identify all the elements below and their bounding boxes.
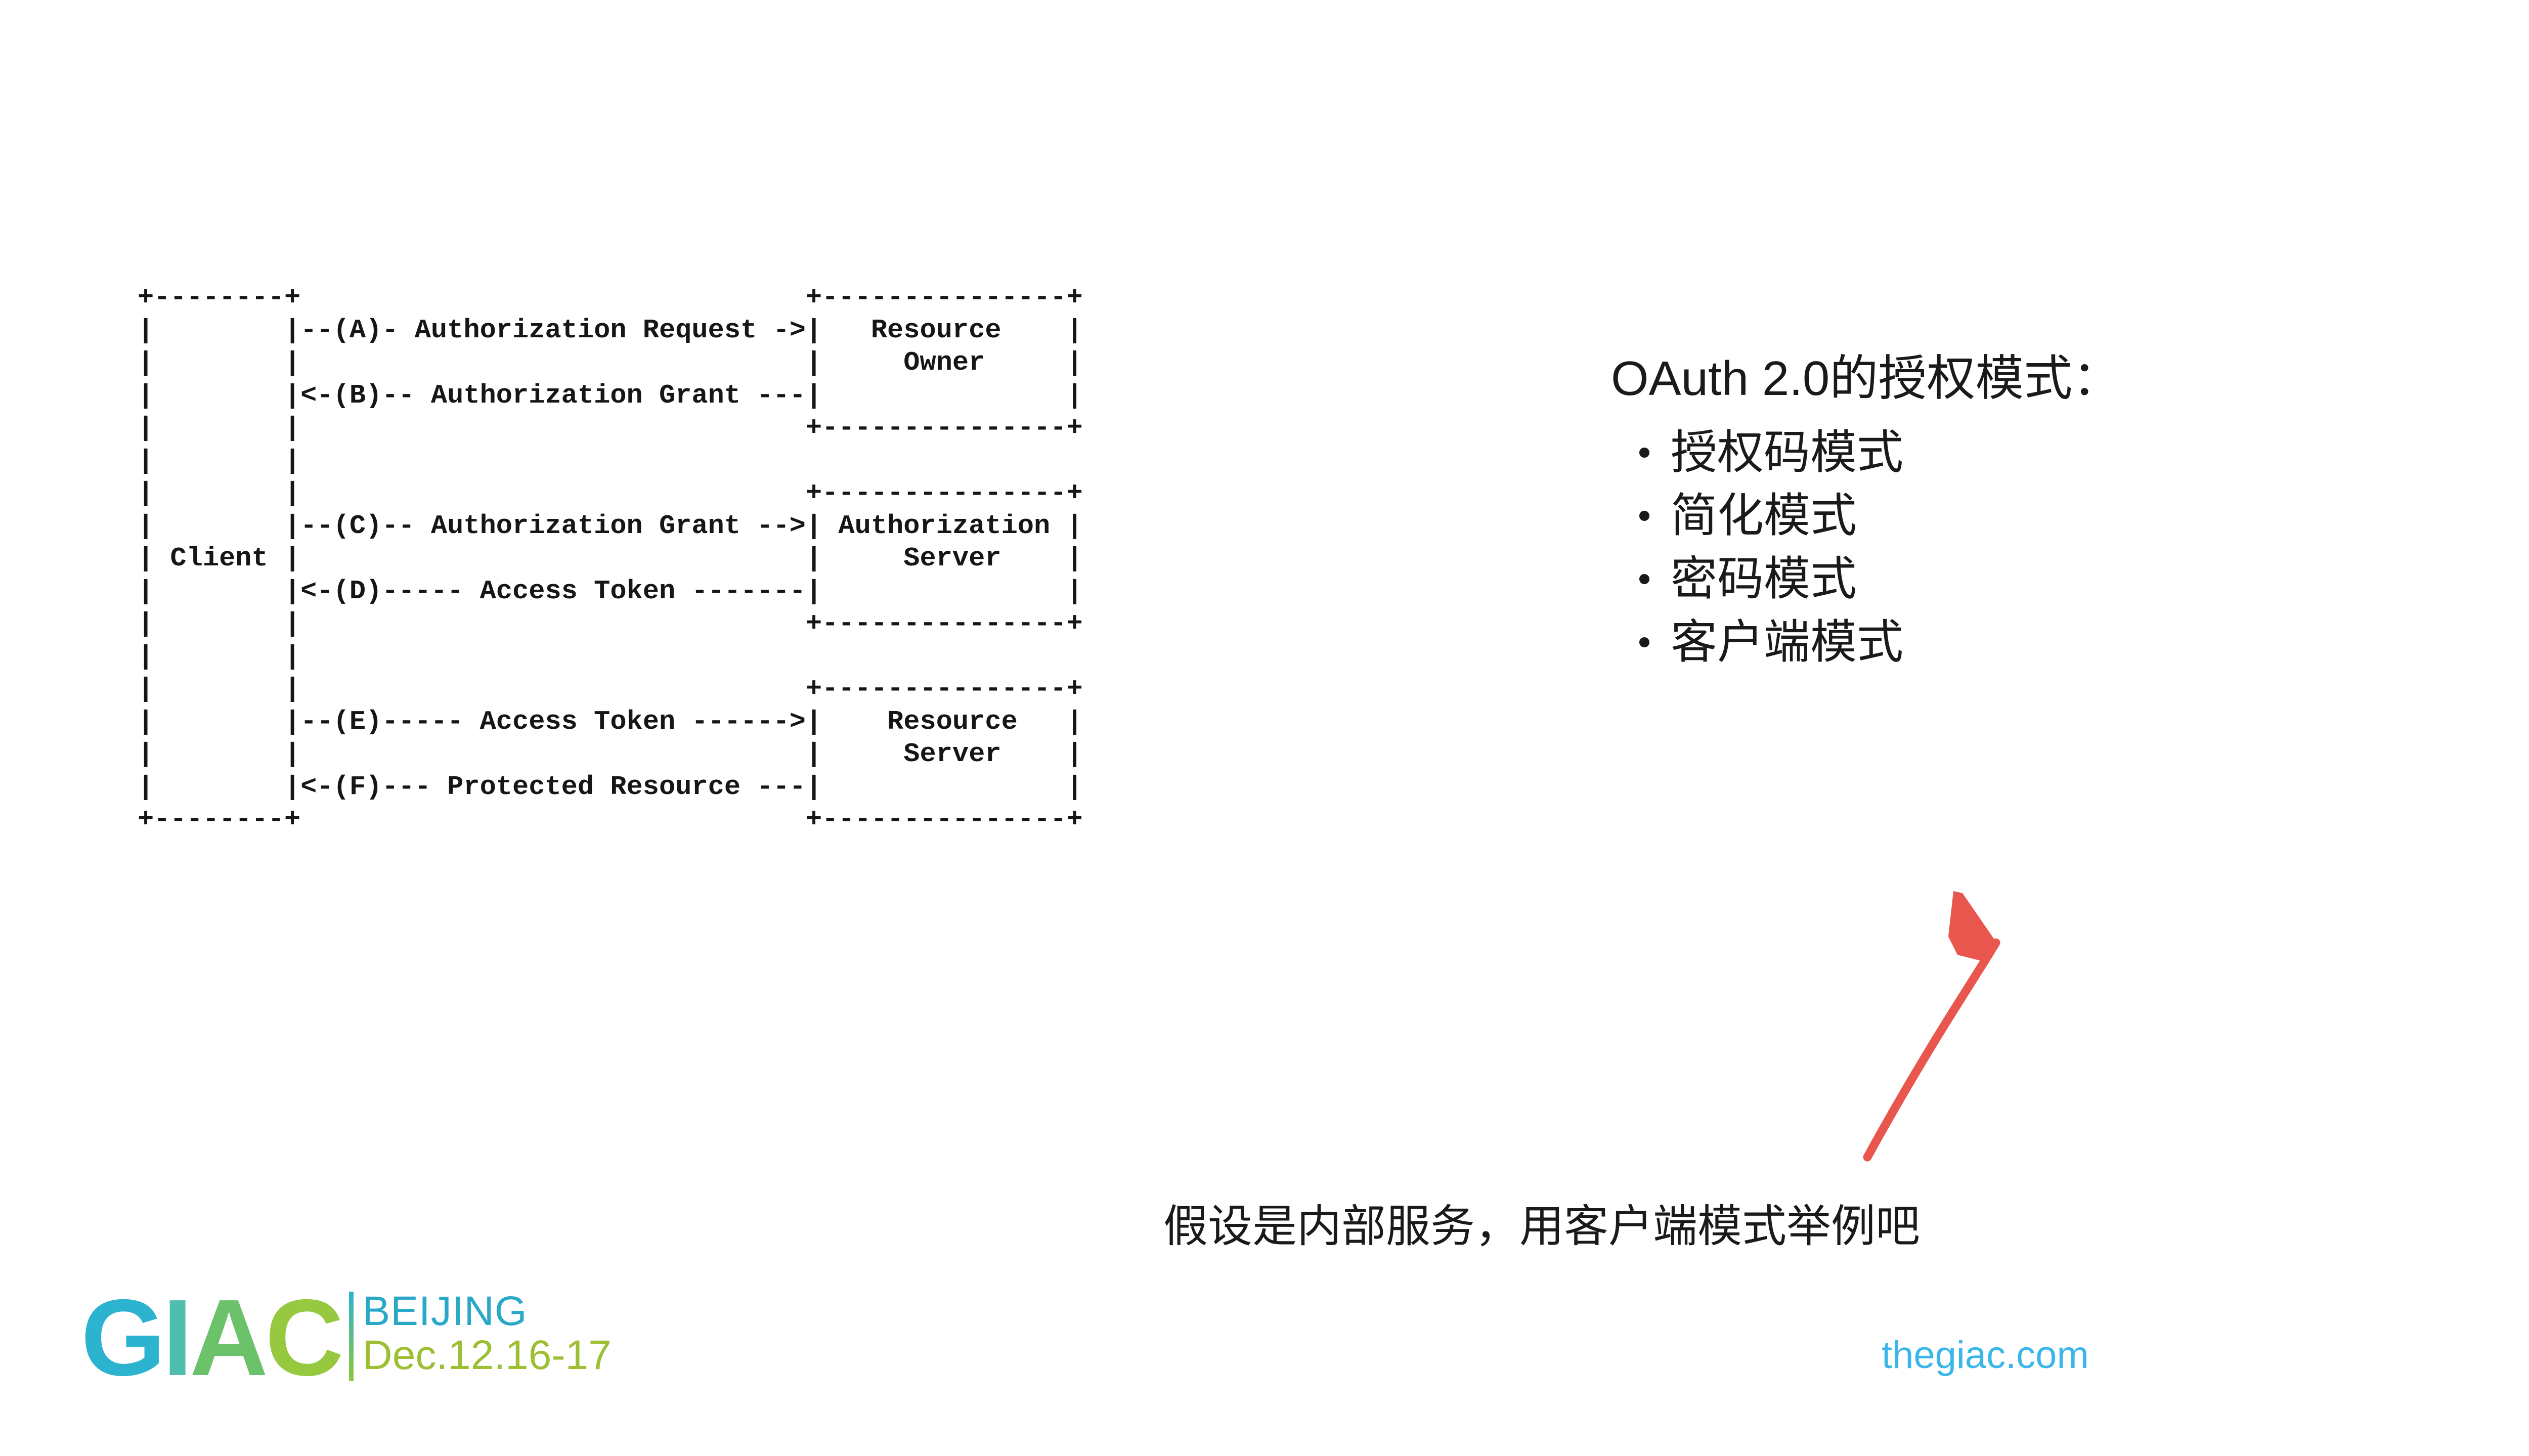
annotation-caption: 假设是内部服务，用客户端模式举例吧 <box>1163 1201 1921 1251</box>
slide-title: OAuth 2.0的授权模式： <box>1611 351 2121 406</box>
red-hand-drawn-arrow-icon <box>1863 891 2000 1162</box>
oauth-protocol-flow-diagram: +--------+ +---------------+ | |--(A)- A… <box>138 282 1083 834</box>
logo-date: Dec.12.16-17 <box>362 1332 612 1378</box>
slide-content-column: OAuth 2.0的授权模式： 授权码模式 简化模式 密码模式 客户端模式 <box>1611 349 2521 675</box>
logo-letter-g: G <box>81 1276 165 1398</box>
bullet-dot-icon <box>1639 511 1649 521</box>
list-item: 客户端模式 <box>1639 611 2521 674</box>
logo-letter-i: I <box>162 1276 193 1398</box>
mode-label: 客户端模式 <box>1671 616 1904 669</box>
authorization-modes-list: 授权码模式 简化模式 密码模式 客户端模式 <box>1611 421 2521 674</box>
site-url: thegiac.com <box>1882 1334 2089 1377</box>
giac-wordmark: G I A C <box>81 1276 344 1398</box>
bullet-dot-icon <box>1639 574 1649 585</box>
mode-label: 密码模式 <box>1671 553 1857 605</box>
logo-letter-c: C <box>265 1276 343 1398</box>
bullet-dot-icon <box>1639 448 1649 458</box>
logo-event-details: BEIJING Dec.12.16-17 <box>363 1285 612 1378</box>
logo-city: BEIJING <box>362 1288 528 1334</box>
logo-divider <box>348 1292 354 1381</box>
logo-letter-a: A <box>189 1276 268 1398</box>
list-item: 授权码模式 <box>1639 421 2521 484</box>
mode-label: 简化模式 <box>1671 490 1857 542</box>
mode-label: 授权码模式 <box>1671 427 1904 479</box>
list-item: 密码模式 <box>1639 548 2521 611</box>
giac-logo: G I A C BEIJING Dec.12.16-17 <box>81 1276 612 1398</box>
list-item: 简化模式 <box>1639 484 2521 548</box>
bullet-dot-icon <box>1639 637 1649 648</box>
